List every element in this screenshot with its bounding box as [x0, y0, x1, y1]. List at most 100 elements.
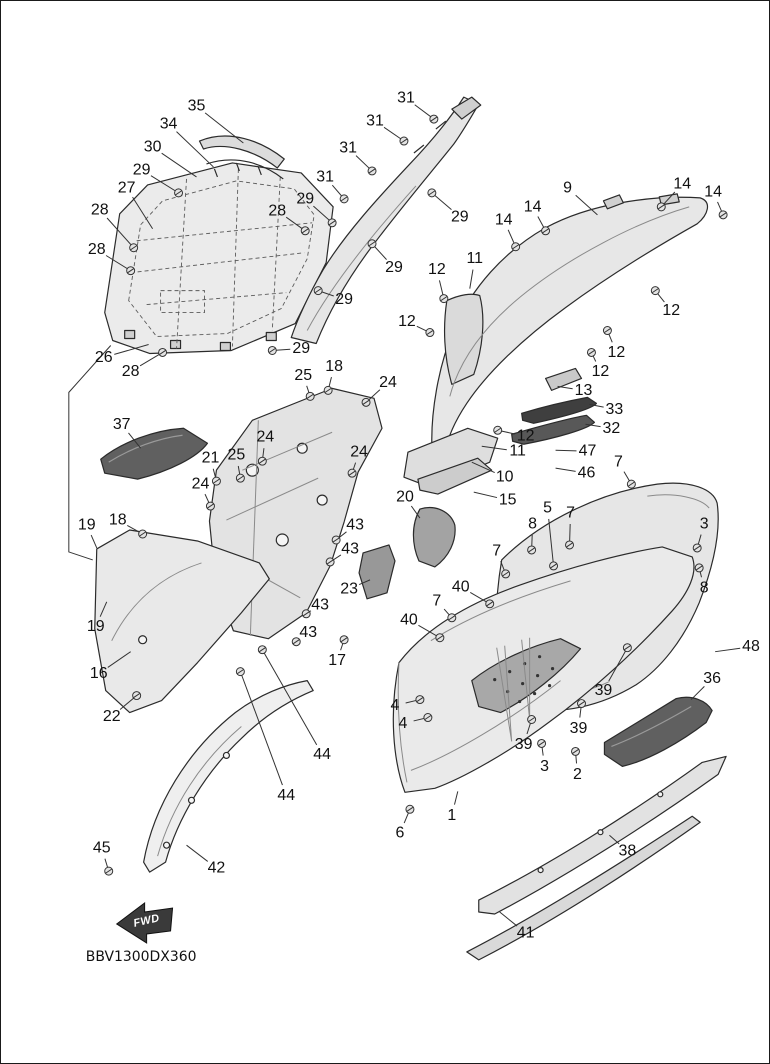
callout-23: 23: [340, 580, 358, 597]
callout-7: 7: [432, 592, 441, 609]
callout-39: 39: [595, 682, 613, 699]
callout-47: 47: [579, 443, 597, 460]
callout-19: 19: [87, 618, 105, 635]
callout-2: 2: [573, 766, 582, 783]
callout-27: 27: [118, 179, 136, 196]
leader-line: [585, 423, 601, 428]
callout-12: 12: [398, 313, 416, 330]
callout-3: 3: [700, 516, 709, 533]
leader-line: [410, 505, 421, 519]
fwd-label: FWD: [132, 912, 161, 930]
fastener-icon: [586, 347, 596, 357]
callout-3: 3: [540, 758, 549, 775]
callout-7: 7: [614, 454, 623, 471]
callout-36: 36: [703, 670, 721, 687]
callout-29: 29: [451, 208, 469, 225]
fastener-icon: [527, 545, 537, 555]
fastener-icon: [399, 136, 409, 146]
callout-9: 9: [563, 179, 572, 196]
callout-25: 25: [228, 447, 246, 464]
callout-39: 39: [515, 736, 533, 753]
fastener-icon: [339, 194, 349, 204]
callout-4: 4: [391, 697, 400, 714]
leader-line: [548, 518, 555, 566]
callout-37: 37: [113, 416, 131, 433]
callout-30: 30: [144, 139, 162, 156]
callout-31: 31: [339, 140, 357, 157]
main-cover-vent-dots: [493, 655, 555, 704]
fastener-icon: [323, 385, 333, 395]
callout-5: 5: [543, 500, 552, 517]
callout-40: 40: [400, 611, 418, 628]
part-trim-42: [143, 680, 314, 873]
leader-line: [715, 647, 741, 653]
fastener-icon: [447, 613, 457, 623]
fastener-icon: [485, 599, 495, 609]
leader-line: [239, 671, 283, 786]
callout-15: 15: [499, 492, 517, 509]
left-panel-crease: [111, 562, 202, 641]
part-strip-32: [511, 414, 596, 445]
fastener-icon: [577, 699, 586, 709]
fastener-icon: [331, 535, 341, 545]
callout-29: 29: [292, 340, 310, 357]
callout-14: 14: [673, 175, 691, 192]
leader-line: [105, 255, 131, 272]
leader-line: [114, 344, 149, 355]
fastener-icon: [132, 691, 142, 701]
leader-line: [176, 131, 214, 168]
fastener-icon: [313, 286, 323, 296]
callout-28: 28: [268, 202, 286, 219]
callout-28: 28: [122, 363, 140, 380]
trim-42-crease: [157, 726, 242, 857]
callout-14: 14: [704, 183, 722, 200]
callout-28: 28: [91, 201, 109, 218]
fastener-icon: [301, 609, 311, 619]
fastener-icon: [626, 479, 636, 489]
inner-panel-hidden-lines: [128, 168, 315, 349]
fastener-icon: [511, 242, 521, 252]
fastener-icon: [367, 239, 377, 249]
upper-duct-crease: [306, 185, 417, 331]
callout-8: 8: [528, 516, 537, 533]
leader-line: [358, 579, 371, 585]
side-cover-9-crease: [449, 206, 690, 397]
callout-45: 45: [93, 840, 111, 857]
callout-24: 24: [256, 429, 274, 446]
callout-8: 8: [700, 579, 709, 596]
callout-34: 34: [160, 116, 178, 133]
fastener-icon: [501, 569, 511, 579]
part-pad-37: [100, 427, 209, 480]
fastener-icon: [650, 286, 660, 296]
leader-line: [499, 911, 518, 927]
fastener-icon: [257, 456, 267, 466]
fastener-icon: [325, 557, 335, 567]
part-pad-36: [603, 696, 713, 767]
callout-1: 1: [447, 807, 456, 824]
fastener-icon: [300, 226, 310, 236]
callout-12: 12: [608, 344, 626, 361]
leader-line: [186, 844, 209, 862]
leader-line: [481, 445, 507, 451]
callout-13: 13: [575, 382, 593, 399]
leader-line: [471, 461, 495, 474]
fastener-icon: [602, 326, 612, 336]
fastener-icon: [415, 695, 425, 705]
diagram-artwork: [68, 96, 727, 961]
callout-29: 29: [296, 190, 314, 207]
callout-41: 41: [517, 924, 535, 941]
leader-line: [557, 385, 573, 390]
fastener-icon: [656, 202, 666, 212]
leader-line: [608, 647, 628, 682]
fastener-icon: [571, 746, 580, 756]
callout-38: 38: [619, 843, 637, 860]
callout-32: 32: [603, 420, 621, 437]
callout-43: 43: [299, 624, 317, 641]
fastener-icon: [439, 294, 449, 304]
fastener-icon: [361, 397, 371, 407]
leader-line: [555, 467, 576, 472]
leader-line: [106, 217, 135, 249]
part-bracket-23: [358, 544, 396, 600]
